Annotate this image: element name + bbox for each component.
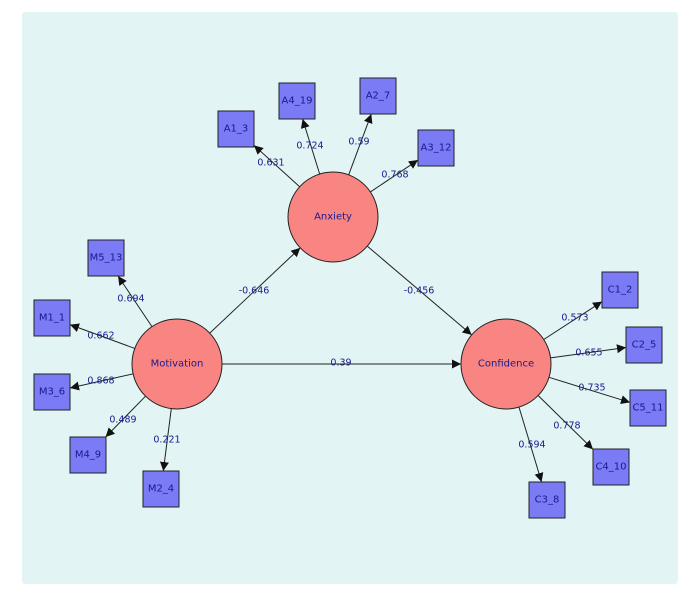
path-arrow-anxiety-to-confidence xyxy=(366,245,473,336)
loading-arrow-a3 xyxy=(370,159,419,193)
indicator-box-m3 xyxy=(33,373,71,411)
indicator-box-m2 xyxy=(142,470,180,508)
edge-labels-layer: 0.631 0.724 0.59 0.768 0.694 0.662 0.868 0.489 0… xyxy=(87,137,605,451)
loading-value-m3: 0.868 xyxy=(87,376,114,387)
path-coefficient-motivation-to-confidence: 0.39 xyxy=(330,358,351,369)
loading-arrow-a4 xyxy=(300,118,321,175)
construct-circle-confidence xyxy=(460,318,552,410)
loading-arrow-m5 xyxy=(117,275,153,327)
loading-arrow-c3 xyxy=(518,406,544,483)
indicator-a4[interactable]: A4_19 xyxy=(278,82,316,120)
loading-arrow-c4 xyxy=(537,395,594,450)
indicator-box-m4 xyxy=(69,436,107,474)
indicator-label-a4: A4_19 xyxy=(282,96,313,107)
construct-circle-motivation xyxy=(131,318,223,410)
indicator-label-c2: C2_5 xyxy=(632,340,657,351)
loading-value-c4: 0.778 xyxy=(553,421,580,432)
indicator-m4[interactable]: M4_9 xyxy=(69,436,107,474)
loading-arrow-m2 xyxy=(159,408,172,472)
loading-arrow-m4 xyxy=(105,395,146,438)
indicator-m2[interactable]: M2_4 xyxy=(142,470,180,508)
loading-arrow-m1 xyxy=(69,323,135,349)
indicator-box-c5 xyxy=(629,389,667,427)
construct-motivation[interactable]: Motivation xyxy=(131,318,223,410)
indicator-label-a1: A1_3 xyxy=(224,124,249,135)
indicator-a1[interactable]: A1_3 xyxy=(217,110,255,148)
loading-arrow-a1 xyxy=(253,144,301,188)
loading-arrow-a2 xyxy=(348,113,373,175)
indicator-label-c1: C1_2 xyxy=(608,285,633,296)
path-coefficient-motivation-to-anxiety: -0.646 xyxy=(239,286,270,297)
construct-anxiety[interactable]: Anxiety xyxy=(287,171,379,263)
construct-circle-anxiety xyxy=(287,171,379,263)
loading-value-a3: 0.768 xyxy=(381,170,408,181)
indicator-box-a1 xyxy=(217,110,255,148)
indicator-c1[interactable]: C1_2 xyxy=(601,271,639,309)
construct-label-confidence: Confidence xyxy=(478,359,534,370)
loading-value-m2: 0.221 xyxy=(153,435,180,446)
indicator-box-m1 xyxy=(33,299,71,337)
loading-arrow-c2 xyxy=(550,344,627,359)
construct-label-anxiety: Anxiety xyxy=(314,212,352,223)
loading-value-a4: 0.724 xyxy=(296,141,323,152)
indicator-c5[interactable]: C5_11 xyxy=(629,389,667,427)
loading-value-a2: 0.59 xyxy=(348,137,369,148)
indicator-m1[interactable]: M1_1 xyxy=(33,299,71,337)
indicator-label-m2: M2_4 xyxy=(148,484,174,495)
indicator-c4[interactable]: C4_10 xyxy=(592,448,630,486)
indicator-c3[interactable]: C3_8 xyxy=(528,481,566,519)
loading-value-a1: 0.631 xyxy=(257,158,284,169)
indicator-box-c1 xyxy=(601,271,639,309)
indicator-label-c4: C4_10 xyxy=(595,462,626,473)
indicator-label-m1: M1_1 xyxy=(39,313,65,324)
indicator-label-m4: M4_9 xyxy=(75,450,101,461)
loading-value-c1: 0.573 xyxy=(561,313,588,324)
path-coefficient-anxiety-to-confidence: -0.456 xyxy=(404,286,435,297)
loading-arrow-c5 xyxy=(548,376,631,405)
indicator-c2[interactable]: C2_5 xyxy=(625,326,663,364)
loading-value-c3: 0.594 xyxy=(518,440,545,451)
path-arrow-motivation-to-anxiety xyxy=(209,247,301,334)
indicator-box-m5 xyxy=(87,239,125,277)
indicator-label-c3: C3_8 xyxy=(535,495,560,506)
loading-value-c2: 0.655 xyxy=(575,348,602,359)
indicator-box-a4 xyxy=(278,82,316,120)
loading-value-c5: 0.735 xyxy=(578,383,605,394)
indicator-box-c2 xyxy=(625,326,663,364)
loading-value-m1: 0.662 xyxy=(87,331,114,342)
construct-confidence[interactable]: Confidence xyxy=(460,318,552,410)
indicator-box-a2 xyxy=(359,77,397,115)
edges-layer xyxy=(69,113,631,483)
indicator-m3[interactable]: M3_6 xyxy=(33,373,71,411)
indicator-label-a3: A3_12 xyxy=(421,143,452,154)
indicator-box-a3 xyxy=(417,129,455,167)
indicator-a2[interactable]: A2_7 xyxy=(359,77,397,115)
construct-label-motivation: Motivation xyxy=(151,359,204,370)
indicator-box-c4 xyxy=(592,448,630,486)
indicator-a3[interactable]: A3_12 xyxy=(417,129,455,167)
indicator-box-c3 xyxy=(528,481,566,519)
indicator-label-c5: C5_11 xyxy=(632,403,663,414)
loading-arrow-m3 xyxy=(69,373,134,391)
loading-arrow-c1 xyxy=(543,301,603,340)
loading-value-m4: 0.489 xyxy=(109,415,136,426)
indicator-m5[interactable]: M5_13 xyxy=(87,239,125,277)
indicator-label-m3: M3_6 xyxy=(39,387,65,398)
diagram-background xyxy=(22,12,678,584)
loading-value-m5: 0.694 xyxy=(117,294,144,305)
indicator-label-a2: A2_7 xyxy=(366,91,391,102)
indicator-label-m5: M5_13 xyxy=(90,253,123,264)
